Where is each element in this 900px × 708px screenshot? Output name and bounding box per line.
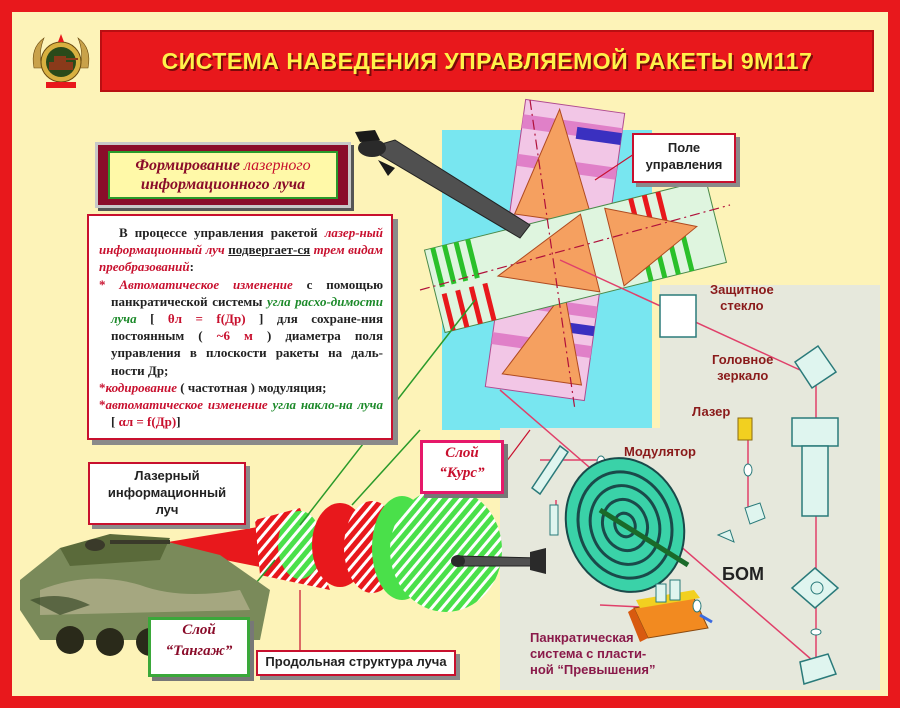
beam-disk-5	[390, 488, 502, 612]
pitch-layer-label-box: Слой “Тангаж”	[148, 617, 250, 677]
heading-word-1: Формирование	[135, 157, 244, 174]
desc-text: :	[189, 259, 194, 275]
desc-text: αл = f(Др)	[118, 414, 177, 430]
pitch-layer-strip	[423, 179, 728, 334]
desc-text: θл = f(Др)	[167, 311, 246, 327]
missile-top-icon	[355, 130, 531, 239]
control-field-label-box: Поле управления	[632, 133, 736, 183]
desc-text: ] для сохране-ния постоянным (	[111, 311, 383, 344]
desc-text: Автоматическое изменение	[119, 276, 293, 292]
course-layer-label-box: Слой “Курс”	[420, 440, 504, 494]
laser-beam-label: луч	[155, 502, 179, 517]
description-box: В процессе управления ракетой лазер-ный …	[87, 214, 393, 440]
control-field-label: управления	[645, 157, 723, 172]
beam-structure-label-box: Продольная структура луча	[256, 650, 456, 676]
head-mirror-text: зеркало	[717, 368, 769, 383]
desc-text: трем видам преобразований	[99, 242, 384, 275]
laser-beam-label-box: Лазерный информационный луч	[88, 462, 246, 525]
pankratic-text: ной “Превышения”	[530, 662, 656, 677]
desc-text: угла расхо-димости луча	[111, 293, 383, 327]
desc-text: В процессе управления ракетой	[119, 225, 325, 240]
laser-beam-label: Лазерный	[134, 468, 200, 483]
title-bar: СИСТЕМА НАВЕДЕНИЯ УПРАВЛЯЕМОЙ РАКЕТЫ 9М1…	[100, 30, 874, 92]
desc-text: ( частотная ) модуляция;	[177, 379, 327, 395]
modulator-label: Модулятор	[624, 444, 696, 459]
desc-text: ]	[176, 414, 181, 430]
head-mirror-text: Головное	[712, 352, 774, 367]
head-mirror-icon	[793, 344, 838, 390]
beam-structure-label: Продольная структура луча	[265, 654, 447, 669]
bullet-mark: *	[99, 379, 106, 395]
laser-label: Лазер	[692, 404, 731, 419]
pitch-layer-label: Слой	[182, 622, 216, 638]
heading-line-2: информационного луча	[140, 176, 306, 193]
desc-text: ~6 м	[216, 328, 253, 344]
bullet-mark: *	[99, 397, 106, 413]
desc-text: [	[111, 414, 119, 430]
pankratic-label: Панкратическая система с пласти- ной “Пр…	[530, 630, 656, 678]
missile-bottom-icon	[451, 548, 546, 574]
desc-text: ) диаметра поля управления в плоскости р…	[111, 328, 384, 378]
emblem-icon	[32, 34, 90, 88]
beam-disk-1	[278, 511, 322, 579]
desc-text: [	[136, 311, 168, 327]
heading-word-2: лазерного	[243, 157, 311, 174]
course-layer-label: “Курс”	[439, 465, 485, 481]
bom-label: БОМ	[722, 564, 764, 584]
head-mirror-label: Головное зеркало	[712, 352, 773, 384]
poster-title: СИСТЕМА НАВЕДЕНИЯ УПРАВЛЯЕМОЙ РАКЕТЫ 9М1…	[161, 47, 813, 74]
desc-text: угла накло-на луча	[272, 397, 383, 413]
pankratic-system-icon	[628, 579, 713, 642]
control-field-label: Поле	[667, 140, 701, 155]
protective-glass-text: стекло	[720, 298, 764, 313]
pankratic-text: Панкратическая	[530, 630, 634, 645]
desc-text: автоматическое изменение	[105, 397, 268, 413]
protective-glass-label: Защитное стекло	[710, 282, 774, 314]
desc-text: с помощью панкратической системы	[111, 276, 384, 309]
pitch-layer-label: “Тангаж”	[165, 643, 233, 659]
desc-text: лазер-ный информационный луч	[99, 225, 383, 258]
course-layer-label: Слой	[445, 445, 479, 461]
bullet-mark: *	[99, 276, 120, 292]
heading-box: Формирование лазерного информационного л…	[95, 142, 351, 208]
protective-glass-icon	[659, 294, 697, 338]
desc-text: кодирование	[105, 379, 178, 395]
laser-beam-label: информационный	[107, 485, 227, 500]
laser-icon	[737, 417, 753, 441]
desc-text: подвергает-ся	[228, 242, 311, 258]
pankratic-text: система с пласти-	[530, 646, 647, 661]
protective-glass-text: Защитное	[710, 282, 774, 297]
